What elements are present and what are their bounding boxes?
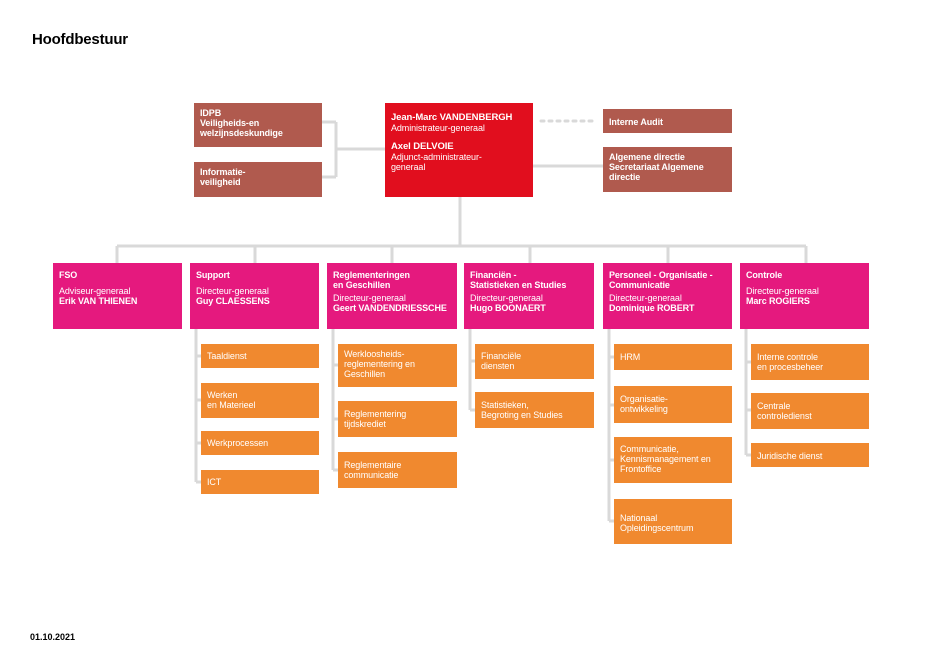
directorate-box-support: Support Directeur-generaal Guy CLAESSENS	[190, 263, 319, 329]
service-label: Nationaal Opleidingscentrum	[620, 513, 694, 533]
directorate-name: FSO	[59, 270, 78, 280]
directorate-name: Controle	[746, 270, 783, 280]
directorate-box-reglementeringen: Reglementeringen en Geschillen Directeur…	[327, 263, 457, 329]
staff-box-informatieveiligheid: Informatie- veiligheid	[194, 162, 322, 197]
service-label: Reglementaire communicatie	[344, 460, 402, 480]
directorate-box-personeel: Personeel - Organisatie - Communicatie D…	[603, 263, 732, 329]
directorate-head: Guy CLAESSENS	[196, 296, 270, 306]
directorate-name: Personeel - Organisatie - Communicatie	[609, 270, 713, 290]
service-box-ict: ICT	[201, 470, 319, 494]
service-box-werken-materieel: Werken en Materieel	[201, 383, 319, 418]
directorate-role: Directeur-generaal	[333, 293, 406, 303]
service-label: Centrale controledienst	[757, 401, 812, 421]
directorate-head: Geert VANDENDRIESSCHE	[333, 303, 447, 313]
administrator-box: Jean-Marc VANDENBERGH Administrateur-gen…	[385, 103, 533, 197]
page-title: Hoofdbestuur	[32, 31, 128, 48]
directorate-name: Support	[196, 270, 230, 280]
directorate-box-financien: Financiën - Statistieken en Studies Dire…	[464, 263, 594, 329]
directorate-head: Dominique ROBERT	[609, 303, 695, 313]
administrator-name: Jean-Marc VANDENBERGH	[391, 112, 513, 123]
service-box-communicatie-kennismanagement: Communicatie, Kennismanagement en Fronto…	[614, 437, 732, 483]
service-box-reglementering-tijdskrediet: Reglementering tijdskrediet	[338, 401, 457, 437]
service-label: ICT	[207, 477, 222, 487]
service-label: Werkprocessen	[207, 438, 269, 448]
directorate-name: Reglementeringen en Geschillen	[333, 270, 410, 290]
date-label: 01.10.2021	[30, 632, 76, 642]
service-label: Interne controle en procesbeheer	[757, 352, 824, 372]
service-label: Taaldienst	[207, 351, 247, 361]
staff-label: IDPB Veiligheids-en welzijnsdeskundige	[200, 108, 283, 138]
directorate-box-controle: Controle Directeur-generaal Marc ROGIERS	[740, 263, 869, 329]
service-box-hrm: HRM	[614, 344, 732, 370]
service-box-taaldienst: Taaldienst	[201, 344, 319, 368]
service-label: Organisatie- ontwikkeling	[620, 394, 668, 414]
administrator-title: Administrateur-generaal	[391, 123, 485, 133]
deputy-name: Axel DELVOIE	[391, 141, 454, 152]
staff-label: Informatie- veiligheid	[200, 167, 246, 187]
staff-label: Interne Audit	[609, 117, 663, 127]
service-label: Statistieken, Begroting en Studies	[481, 400, 563, 420]
service-label: Werken en Materieel	[207, 390, 256, 410]
deputy-title: Adjunct-administrateur- generaal	[391, 152, 482, 172]
service-label: Werkloosheids- reglementering en Geschil…	[344, 349, 415, 379]
directorate-role: Directeur-generaal	[746, 286, 819, 296]
staff-box-algemene-directie: Algemene directie Secretariaat Algemene …	[603, 147, 732, 192]
staff-box-interne-audit: Interne Audit	[603, 109, 732, 133]
service-label: HRM	[620, 352, 641, 362]
service-box-interne-controle: Interne controle en procesbeheer	[751, 344, 869, 380]
service-label: Communicatie, Kennismanagement en Fronto…	[620, 444, 711, 474]
service-box-werkloosheidsreglementering: Werkloosheids- reglementering en Geschil…	[338, 344, 457, 387]
staff-label: Algemene directie Secretariaat Algemene …	[609, 152, 704, 182]
service-box-centrale-controledienst: Centrale controledienst	[751, 393, 869, 429]
service-box-organisatieontwikkeling: Organisatie- ontwikkeling	[614, 386, 732, 423]
directorate-head: Hugo BOONAERT	[470, 303, 546, 313]
directorate-name: Financiën - Statistieken en Studies	[470, 270, 567, 290]
service-label: Financiële diensten	[481, 351, 522, 371]
service-box-werkprocessen: Werkprocessen	[201, 431, 319, 455]
service-label: Juridische dienst	[757, 451, 823, 461]
directorate-role: Adviseur-generaal	[59, 286, 131, 296]
directorate-role: Directeur-generaal	[609, 293, 682, 303]
directorate-head: Erik VAN THIENEN	[59, 296, 138, 306]
service-box-statistieken-begroting: Statistieken, Begroting en Studies	[475, 392, 594, 428]
service-box-financiele-diensten: Financiële diensten	[475, 344, 594, 379]
service-box-nationaal-opleidingscentrum: Nationaal Opleidingscentrum	[614, 499, 732, 544]
directorate-box-fso: FSO Adviseur-generaal Erik VAN THIENEN	[53, 263, 182, 329]
service-box-juridische-dienst: Juridische dienst	[751, 443, 869, 467]
service-box-reglementaire-communicatie: Reglementaire communicatie	[338, 452, 457, 488]
service-label: Reglementering tijdskrediet	[344, 409, 407, 429]
directorate-head: Marc ROGIERS	[746, 296, 810, 306]
directorate-role: Directeur-generaal	[470, 293, 543, 303]
staff-box-idpb: IDPB Veiligheids-en welzijnsdeskundige	[194, 103, 322, 147]
directorate-role: Directeur-generaal	[196, 286, 269, 296]
